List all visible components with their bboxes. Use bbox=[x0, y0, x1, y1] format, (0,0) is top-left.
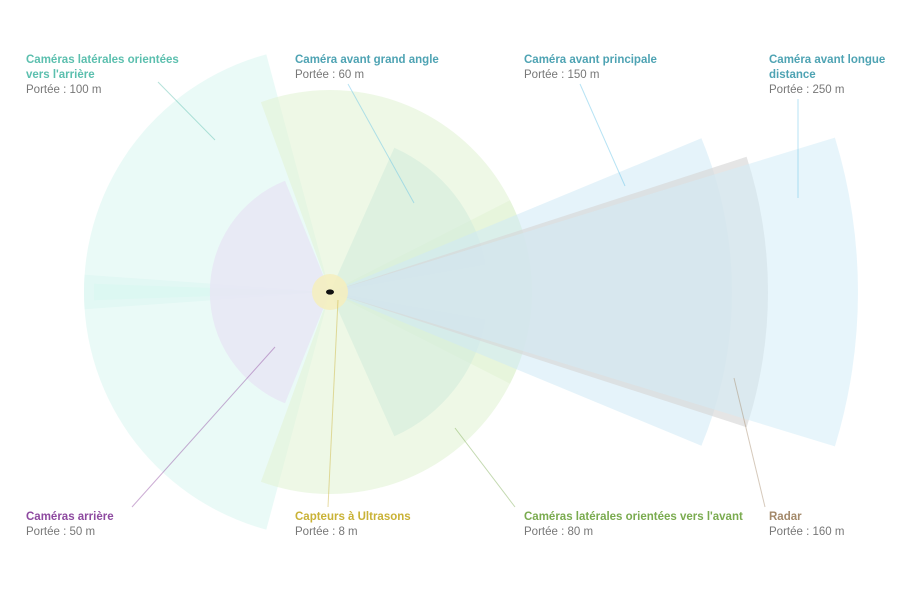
sensor-range: Portée : 100 m bbox=[26, 84, 102, 96]
leader-radar bbox=[733, 377, 766, 508]
sensor-name: Caméra avant grand angle bbox=[295, 54, 439, 66]
long-range-camera-sector bbox=[330, 137, 858, 447]
label-side-rear-cameras: Caméras latérales orientées vers l'arriè… bbox=[26, 53, 191, 98]
coverage-sectors bbox=[83, 54, 858, 530]
label-rear-cameras: Caméras arrière Portée : 50 m bbox=[26, 510, 216, 540]
sensor-range: Portée : 60 m bbox=[295, 69, 365, 81]
label-wide-angle-camera: Caméra avant grand angle Portée : 60 m bbox=[295, 53, 485, 83]
sensor-name: Caméras arrière bbox=[26, 511, 114, 523]
sensor-range: Portée : 50 m bbox=[26, 526, 96, 538]
label-side-front-cameras: Caméras latérales orientées vers l'avant… bbox=[524, 510, 764, 540]
sensor-range: Portée : 80 m bbox=[524, 526, 594, 538]
label-long-range-camera: Caméra avant longue distance Portée : 25… bbox=[769, 53, 894, 98]
sensor-name: Radar bbox=[769, 511, 802, 523]
leader-side-rear-cameras bbox=[157, 81, 216, 141]
sensor-range: Portée : 150 m bbox=[524, 69, 600, 81]
leader-lines bbox=[131, 81, 799, 508]
label-ultrasonic-sensors: Capteurs à Ultrasons Portée : 8 m bbox=[295, 510, 485, 540]
leader-ultrasonic-sensors bbox=[327, 299, 339, 508]
label-main-front-camera: Caméra avant principale Portée : 150 m bbox=[524, 53, 714, 83]
rear-camera-sector bbox=[209, 180, 330, 404]
sensor-name: Capteurs à Ultrasons bbox=[295, 511, 411, 523]
leader-side-front-cameras bbox=[454, 427, 516, 508]
leader-wide-angle-camera bbox=[347, 83, 415, 204]
leader-rear-cameras bbox=[131, 346, 276, 508]
car-icon bbox=[326, 289, 334, 295]
sensor-name: Caméra avant principale bbox=[524, 54, 657, 66]
sensor-range: Portée : 8 m bbox=[295, 526, 358, 538]
sensor-name: Caméras latérales orientées vers l'arriè… bbox=[26, 54, 179, 81]
sensor-name: Caméra avant longue distance bbox=[769, 54, 886, 81]
label-radar: Radar Portée : 160 m bbox=[769, 510, 894, 540]
sensor-range: Portée : 250 m bbox=[769, 84, 845, 96]
sensor-range: Portée : 160 m bbox=[769, 526, 845, 538]
sensor-name: Caméras latérales orientées vers l'avant bbox=[524, 511, 743, 523]
leader-main-front-camera bbox=[579, 83, 626, 187]
